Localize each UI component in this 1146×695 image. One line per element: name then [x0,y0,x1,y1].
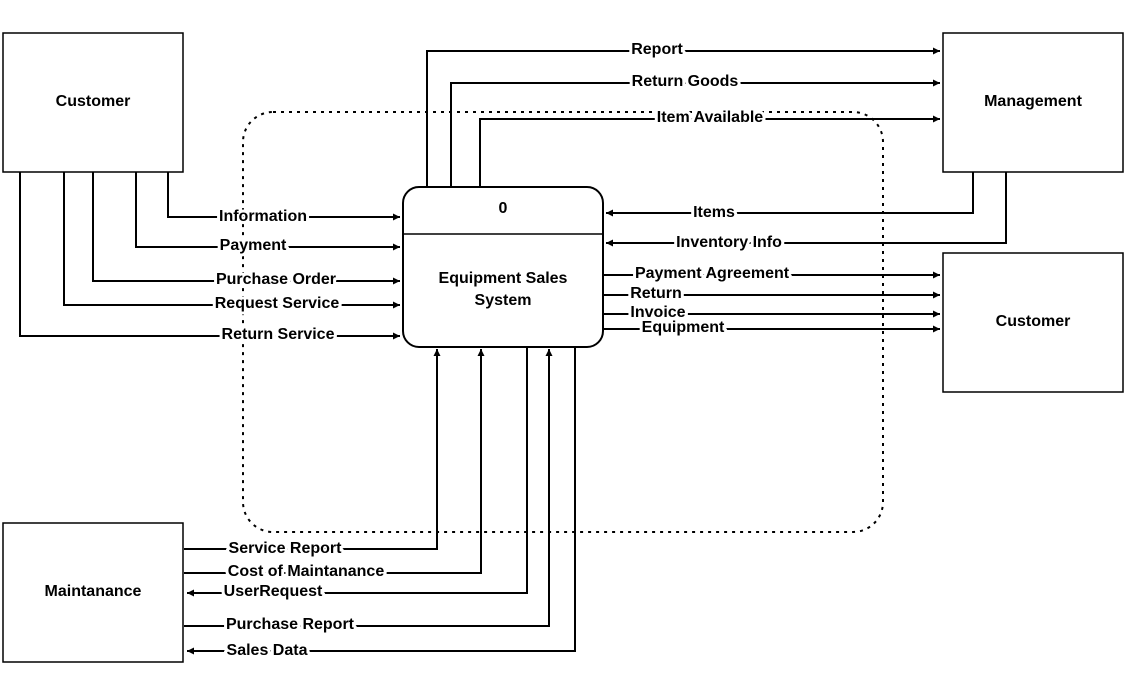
flow-user-request [187,348,528,597]
label-service-report: Service Report [229,540,343,557]
label-invoice: Invoice [630,304,685,321]
label-request-service: Request Service [215,295,340,312]
label-return-goods: Return Goods [632,73,739,90]
process-name-line1: Equipment Sales [439,270,568,287]
entity-customer-right: Customer [942,252,1124,393]
flow-payment [135,172,400,251]
flow-cost-of-maintanance [184,349,485,574]
label-purchase-report: Purchase Report [226,616,355,633]
flow-request-service [63,172,400,309]
label-purchase-order: Purchase Order [216,271,336,288]
label-items: Items [693,204,735,221]
label-cost-of-maintanance: Cost of Maintanance [228,563,385,580]
entity-management: Management [942,32,1124,173]
entity-management-label: Management [984,93,1082,110]
flow-return-service [19,172,400,340]
entity-customer-right-label: Customer [996,313,1071,330]
entity-customer-top-label: Customer [56,93,131,110]
process-equipment-sales-system: 0 Equipment Sales System [402,186,604,348]
entity-customer-top: Customer [2,32,184,173]
flow-report [426,47,940,186]
flow-items [606,172,974,217]
flow-information [167,172,400,221]
flow-item-available [479,115,940,186]
label-item-available: Item Available [657,109,764,126]
entity-maintenance: Maintanance [2,522,184,663]
flow-purchase-order [92,172,400,285]
flow-sales-data [187,348,576,655]
label-payment: Payment [220,237,287,254]
label-information: Information [219,208,307,225]
flow-service-report [184,349,441,550]
label-return-service: Return Service [222,326,335,343]
flow-return-goods [450,79,940,186]
label-return: Return [630,285,682,302]
flow-inventory-info [606,172,1007,247]
label-payment-agreement: Payment Agreement [635,265,790,282]
label-report: Report [631,41,683,58]
label-user-request: UserRequest [224,583,323,600]
process-number: 0 [499,200,508,217]
label-equipment: Equipment [642,319,725,336]
label-sales-data: Sales Data [227,642,308,659]
flow-purchase-report [184,349,553,627]
entity-maintenance-label: Maintanance [45,583,142,600]
label-inventory-info: Inventory Info [676,234,782,251]
system-boundary [242,111,884,533]
process-name-line2: System [475,292,532,309]
